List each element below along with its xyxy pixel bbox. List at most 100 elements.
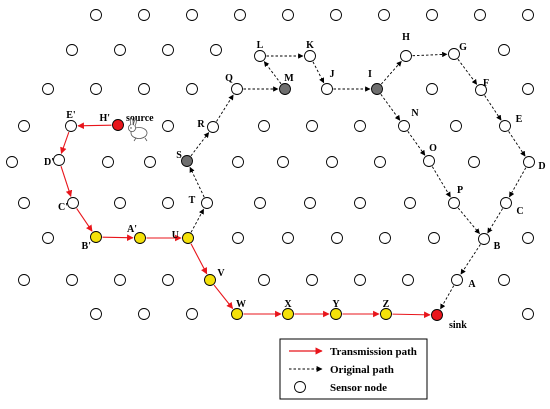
sensor-node [426, 83, 438, 95]
transmission-path-edge [60, 166, 73, 197]
sensor-node [378, 9, 390, 21]
legend-transmission-label: Transmission path [330, 346, 417, 358]
node-label-sink: sink [449, 320, 467, 331]
node-label-c: C [516, 206, 523, 217]
node-m [279, 83, 291, 95]
original-path-edge [312, 61, 325, 84]
sensor-node [331, 232, 343, 244]
node-label-t: T [189, 195, 196, 206]
original-path-edge [189, 166, 205, 198]
sensor-node [330, 9, 342, 21]
sensor-node [522, 232, 534, 244]
sensor-node [186, 308, 198, 320]
node-e-prime [65, 120, 77, 132]
original-path-edge [190, 208, 205, 233]
node-b-prime [90, 231, 102, 243]
node-a-prime [134, 232, 146, 244]
original-path-edge [484, 95, 502, 121]
sensor-node [282, 9, 294, 21]
sensor-node [522, 83, 534, 95]
sensor-node [42, 232, 54, 244]
node-s [181, 155, 193, 167]
node-label-h: H [402, 32, 410, 43]
sensor-node [18, 274, 30, 286]
node-label-w: W [236, 299, 246, 310]
transmission-path-edge [76, 208, 93, 232]
node-label-p: P [457, 185, 463, 196]
original-path-edge [457, 207, 480, 235]
sensor-node [186, 9, 198, 21]
sensor-node [102, 156, 114, 168]
node-label-e: E [516, 114, 523, 125]
sensor-node [138, 308, 150, 320]
sensor-node [306, 274, 318, 286]
sensor-node [162, 197, 174, 209]
node-label-y: Y [332, 299, 340, 310]
sensor-node [42, 83, 54, 95]
original-path-edge [380, 60, 402, 85]
transmission-path-edge [102, 234, 134, 242]
sensor-node [232, 156, 244, 168]
node-z [380, 308, 392, 320]
sensor-node [306, 120, 318, 132]
sensor-node [18, 120, 30, 132]
legend-sensor-label: Sensor node [330, 382, 387, 394]
node-i [371, 83, 383, 95]
node-label-k: K [306, 40, 314, 51]
sensor-node [468, 156, 480, 168]
sensor-node [66, 44, 78, 56]
node-e [499, 120, 511, 132]
sensor-node [186, 83, 198, 95]
node-label-m: M [284, 73, 294, 84]
sensor-node [90, 83, 102, 95]
sensor-node [66, 274, 78, 286]
sensor-node [379, 232, 391, 244]
node-p [448, 197, 460, 209]
original-path-edge [508, 131, 526, 157]
sensor-node [258, 274, 270, 286]
sensor-node [254, 197, 266, 209]
node-label-x: X [284, 299, 292, 310]
sensor-node [374, 156, 386, 168]
transmission-path-edge [213, 284, 234, 310]
node-q [231, 83, 243, 95]
node-f [475, 84, 487, 96]
node-h-prime [112, 119, 124, 131]
sensor-node [402, 274, 414, 286]
node-t [201, 197, 213, 209]
node-u [182, 232, 194, 244]
node-label-b: B [494, 241, 501, 252]
sensor-node [498, 44, 510, 56]
original-path-edge [509, 167, 527, 198]
node-o [423, 155, 435, 167]
sensor-node [404, 197, 416, 209]
node-label-f: F [483, 78, 489, 89]
sensor-node [138, 9, 150, 21]
original-path-edge [487, 208, 503, 234]
node-label-q: Q [225, 73, 233, 84]
sensor-node [114, 44, 126, 56]
source-label: source [126, 113, 154, 124]
node-label-s: S [176, 150, 182, 161]
sensor-node [498, 274, 510, 286]
background-sensor-nodes [6, 9, 534, 320]
legend-sensor-icon [294, 381, 306, 393]
transmission-path-edge [392, 311, 431, 319]
sensor-node [304, 197, 316, 209]
sensor-node [277, 156, 289, 168]
sensor-node [354, 120, 366, 132]
node-label-r: R [197, 119, 205, 130]
node-c-prime [67, 197, 79, 209]
node-label-e-prime: E' [66, 110, 76, 121]
node-label-j: J [330, 69, 335, 80]
original-path-edge [380, 93, 401, 121]
sensor-node [354, 197, 366, 209]
sensor-node [114, 274, 126, 286]
sensor-node [282, 232, 294, 244]
sensor-node [428, 232, 440, 244]
transmission-path-edge [190, 243, 208, 275]
node-v [204, 274, 216, 286]
sensor-node [138, 83, 150, 95]
